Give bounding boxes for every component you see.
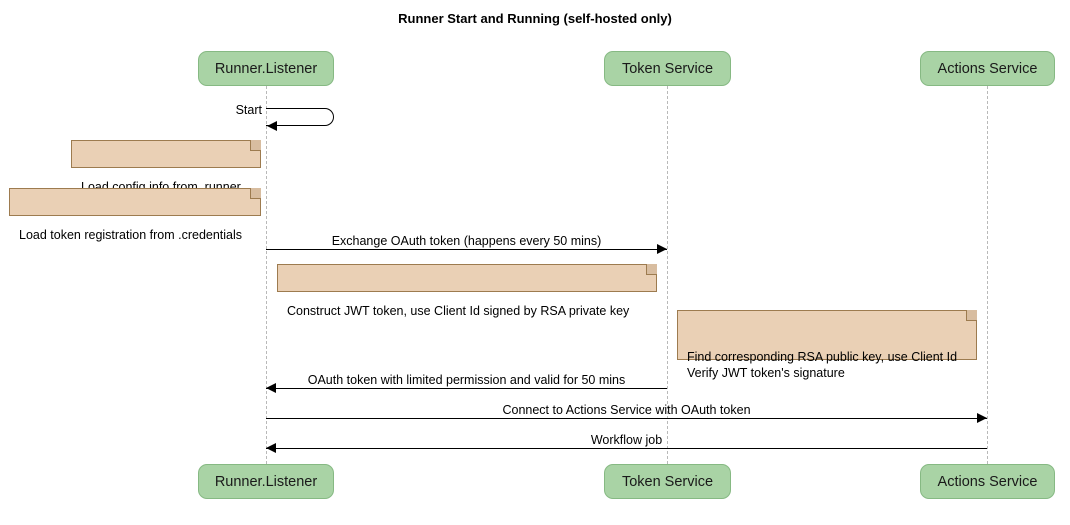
participant-token-service-bottom[interactable]: Token Service: [604, 464, 731, 499]
arrowhead-exchange-oauth-token: [657, 244, 667, 254]
message-label-connect-to-actions-service: Connect to Actions Service with OAuth to…: [502, 403, 751, 417]
participant-label: Actions Service: [937, 473, 1038, 490]
message-line-exchange-oauth-token: [266, 249, 667, 250]
note-fold-icon: [646, 264, 657, 275]
note-load-token-registration: Load token registration from .credential…: [9, 188, 261, 242]
participant-label: Actions Service: [937, 60, 1038, 77]
participant-runner-listener-top[interactable]: Runner.Listener: [198, 51, 334, 86]
note-fold-icon: [966, 310, 977, 321]
arrowhead-oauth-token-limited-permission: [266, 383, 276, 393]
lifeline-actions-service: [987, 86, 988, 464]
arrowhead-workflow-job: [266, 443, 276, 453]
message-line-oauth-token-limited-permission: [266, 388, 667, 389]
note-text: Load token registration from .credential…: [19, 228, 243, 242]
note-fold-icon: [250, 140, 261, 151]
arrowhead-start: [267, 121, 277, 131]
participant-label: Runner.Listener: [214, 473, 318, 490]
participant-label: Token Service: [621, 60, 714, 77]
participant-label: Runner.Listener: [214, 60, 318, 77]
participant-actions-service-bottom[interactable]: Actions Service: [920, 464, 1055, 499]
note-text: Find corresponding RSA public key, use C…: [687, 350, 958, 380]
note-load-config: Load config info from .runner: [71, 140, 261, 194]
participant-token-service-top[interactable]: Token Service: [604, 51, 731, 86]
message-label-start: Start: [235, 103, 262, 117]
message-label-workflow-job: Workflow job: [590, 433, 663, 447]
participant-runner-listener-bottom[interactable]: Runner.Listener: [198, 464, 334, 499]
lifeline-token-service: [667, 86, 668, 464]
note-verify-jwt-signature: Find corresponding RSA public key, use C…: [677, 310, 977, 380]
diagram-title: Runner Start and Running (self-hosted on…: [398, 11, 672, 26]
participant-actions-service-top[interactable]: Actions Service: [920, 51, 1055, 86]
message-self-loop-start: [266, 108, 334, 126]
note-text: Construct JWT token, use Client Id signe…: [287, 304, 630, 318]
message-label-exchange-oauth-token: Exchange OAuth token (happens every 50 m…: [331, 234, 602, 248]
lifeline-runner-listener: [266, 86, 267, 464]
note-construct-jwt-token: Construct JWT token, use Client Id signe…: [277, 264, 657, 318]
arrowhead-connect-to-actions-service: [977, 413, 987, 423]
message-label-oauth-token-limited-permission: OAuth token with limited permission and …: [307, 373, 626, 387]
message-line-connect-to-actions-service: [266, 418, 987, 419]
note-fold-icon: [250, 188, 261, 199]
participant-label: Token Service: [621, 473, 714, 490]
message-line-workflow-job: [266, 448, 987, 449]
